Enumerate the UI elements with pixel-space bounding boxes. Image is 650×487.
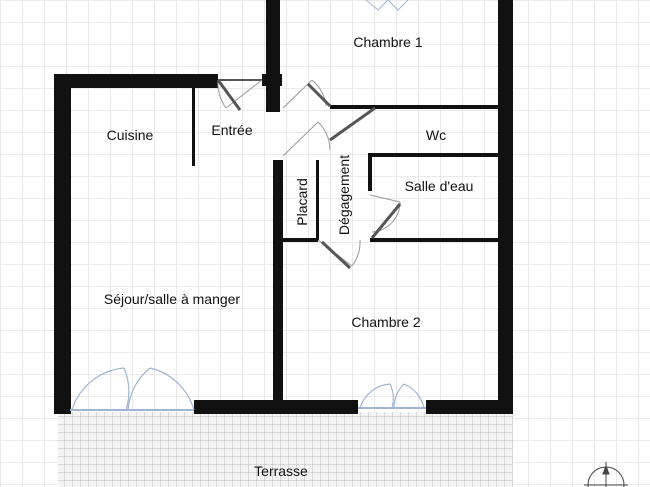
label-salle-eau: Salle d'eau [405, 178, 474, 194]
wall-bottom-mid [194, 400, 358, 414]
wall-bottom-left-stub [58, 400, 70, 414]
door-top [365, 0, 409, 11]
wall-top-sejour [54, 74, 218, 88]
label-chambre2: Chambre 2 [351, 314, 420, 330]
wall-placard-right [316, 160, 319, 240]
door-salle-eau [369, 194, 402, 239]
label-terrasse: Terrasse [254, 463, 308, 479]
label-cuisine: Cuisine [107, 127, 154, 143]
wall-right-outer [498, 0, 513, 414]
window-sejour [70, 367, 195, 411]
windows [70, 367, 426, 411]
exterior-walls [54, 0, 513, 414]
wall-chambre1-bottom [330, 105, 498, 109]
door-chambre1 [282, 79, 332, 109]
wall-bottom-right [426, 400, 513, 414]
wall-sejour-right [273, 160, 283, 402]
label-entree: Entrée [211, 122, 252, 138]
interior-walls [192, 88, 498, 402]
wall-salle-eau-bottom [370, 238, 498, 242]
wall-placard-bottom [283, 238, 318, 242]
label-placard: Placard [294, 178, 310, 225]
doors [216, 0, 409, 270]
wall-kitchen-partition [192, 88, 195, 166]
door-chambre2 [317, 239, 361, 270]
wall-wc-bottom [370, 153, 498, 157]
window-chambre2 [358, 383, 426, 409]
wall-left-outer [54, 74, 71, 414]
terrace-area [58, 412, 513, 487]
compass-icon [584, 462, 628, 487]
door-degagement [282, 106, 376, 157]
wall-salle-eau-left [368, 153, 372, 191]
label-chambre1: Chambre 1 [353, 34, 422, 50]
label-wc: Wc [426, 127, 446, 143]
label-degagement: Dégagement [336, 155, 352, 235]
label-sejour: Séjour/salle à manger [104, 291, 241, 307]
door-entree [216, 79, 263, 111]
wall-chambre1-left [266, 0, 280, 112]
